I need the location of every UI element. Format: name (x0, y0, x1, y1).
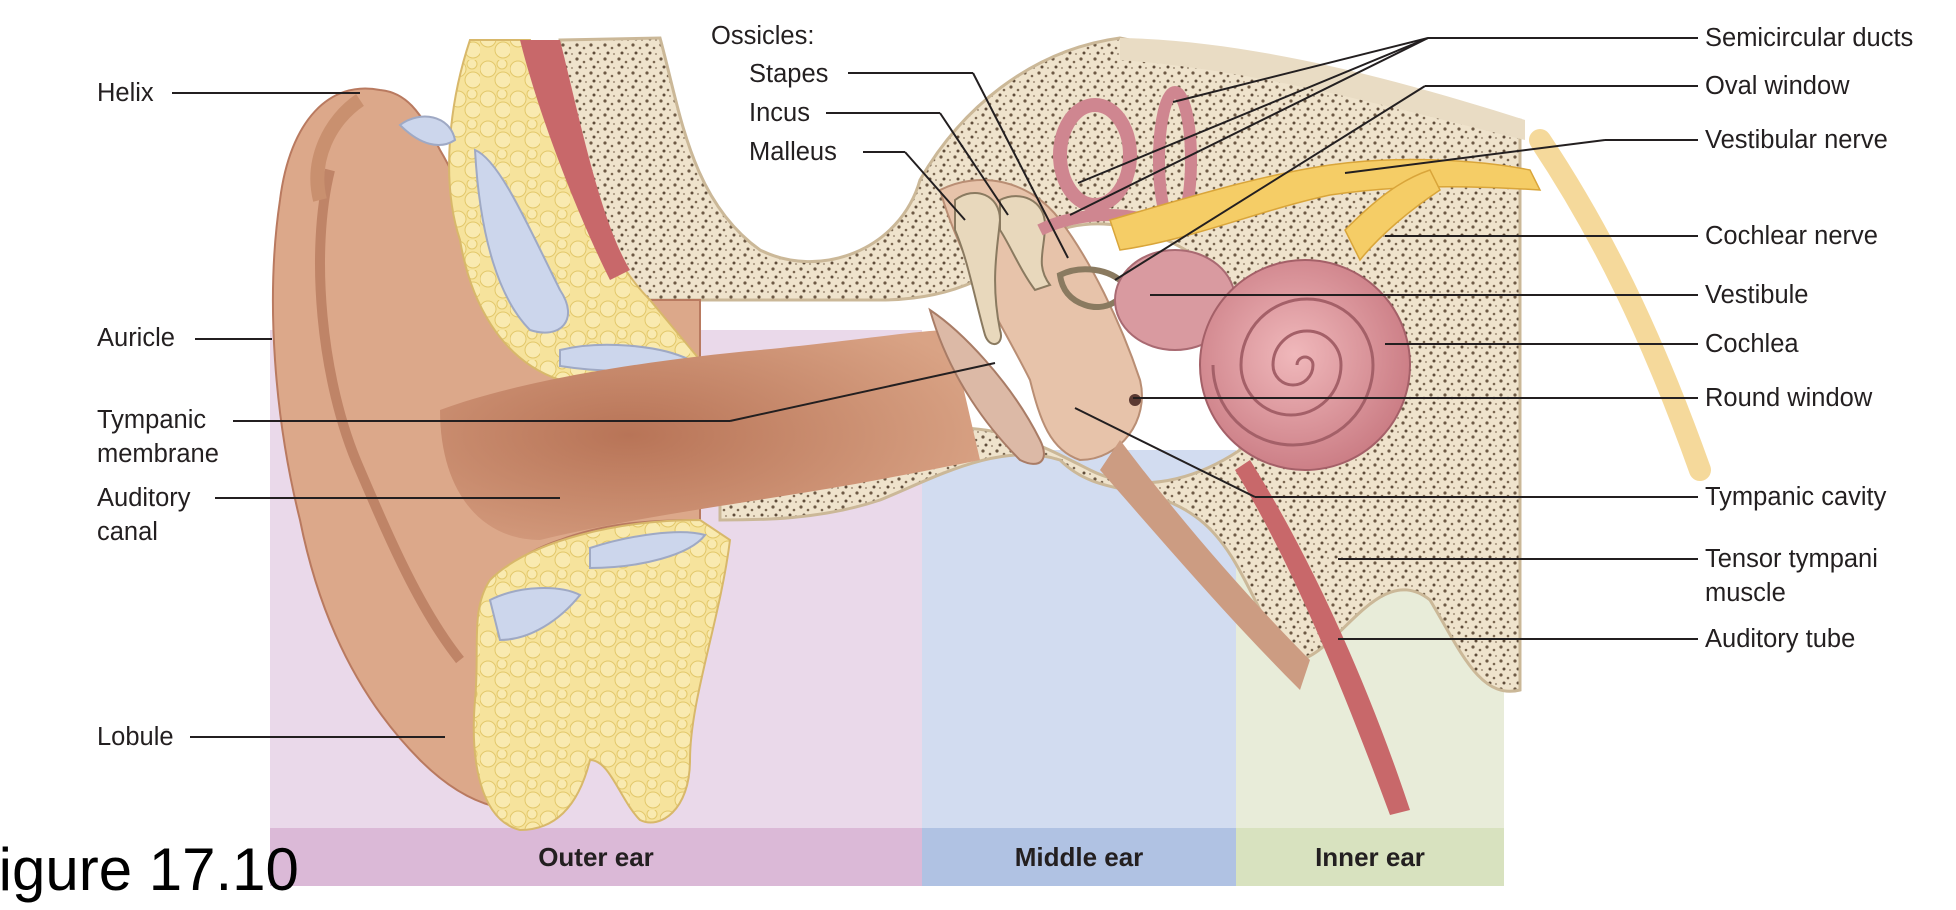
label-tympanic-membrane-line1: Tympanic (97, 406, 207, 434)
label-vestibular-nerve: Vestibular nerve (1705, 126, 1888, 154)
nerve-branch (1529, 129, 1711, 481)
label-round-window: Round window (1705, 384, 1873, 412)
figure-caption: Figure 17.10 (0, 836, 299, 903)
label-auricle: Auricle (97, 324, 175, 352)
malleus (954, 191, 1002, 345)
label-ossicles-heading: Ossicles: (711, 22, 815, 50)
cochlear-nerve (1344, 169, 1441, 262)
helix-curl (310, 94, 365, 202)
label-cochlea: Cochlea (1705, 330, 1799, 358)
label-helix: Helix (97, 79, 154, 107)
label-stapes: Stapes (749, 60, 829, 88)
incus (999, 195, 1052, 292)
middle-ear-band (922, 828, 1236, 886)
cochlea-spiral (1211, 297, 1375, 447)
label-tensor-tympani-line2: muscle (1705, 579, 1786, 607)
round-window (1129, 394, 1141, 406)
middle-ear-region (922, 450, 1236, 830)
cochlea (1199, 259, 1411, 471)
label-oval-window: Oval window (1705, 72, 1850, 100)
label-auditory-tube: Auditory tube (1705, 625, 1856, 653)
upper-cartilage (473, 148, 570, 334)
label-auditory-canal-line1: Auditory (97, 484, 191, 512)
inner-ear-band (1236, 828, 1504, 886)
lower-cartilage (488, 587, 582, 642)
label-middle-ear: Middle ear (1014, 842, 1144, 872)
label-tympanic-membrane-line2: membrane (97, 440, 219, 468)
label-semicircular-ducts: Semicircular ducts (1705, 24, 1914, 52)
lower-cartilage-2 (589, 531, 707, 570)
label-auditory-canal-line2: canal (97, 518, 158, 546)
tympanic-membrane (928, 307, 1045, 465)
label-cochlear-nerve: Cochlear nerve (1705, 222, 1878, 250)
label-incus: Incus (749, 99, 810, 127)
auditory-canal (440, 330, 980, 540)
auricle-fold (315, 168, 464, 664)
temporalis-muscle (520, 40, 630, 280)
outer-ear-band (270, 828, 922, 886)
label-tensor-tympani-line1: Tensor tympani (1705, 545, 1878, 573)
label-inner-ear: Inner ear (1315, 842, 1425, 872)
auditory-tube (1100, 440, 1310, 690)
label-tympanic-cavity: Tympanic cavity (1705, 483, 1887, 511)
label-vestibule: Vestibule (1705, 281, 1809, 309)
semicircular-duct-1 (1053, 98, 1137, 212)
tensor-tympani-muscle (1235, 460, 1410, 815)
bone-rim (1120, 38, 1525, 140)
label-lobule: Lobule (97, 723, 174, 751)
leader-lines (172, 37, 1698, 738)
helix-cartilage (398, 115, 457, 146)
label-outer-ear: Outer ear (538, 842, 654, 872)
label-malleus: Malleus (749, 138, 837, 166)
